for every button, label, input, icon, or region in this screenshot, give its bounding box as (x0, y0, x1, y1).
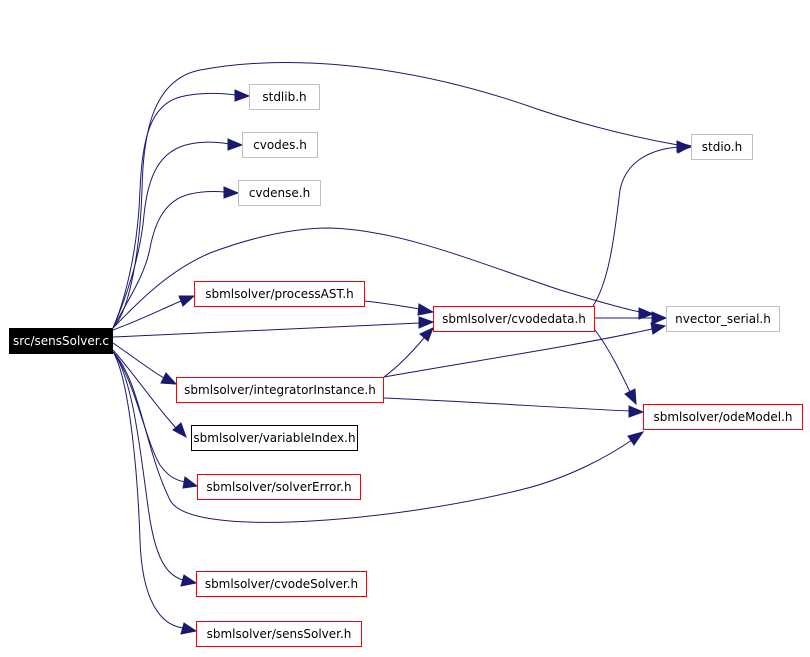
arrow-root-solverError (182, 476, 199, 489)
edge-root-cvodedata (112, 322, 421, 338)
arrow-root-sensSolverH (180, 622, 198, 635)
node-stdio[interactable]: stdio.h (691, 134, 753, 160)
edge-root-sensSolverH (112, 351, 184, 629)
edge-root-solverError (112, 351, 186, 483)
arrow-root-stdlib (234, 89, 251, 102)
node-cvodes-label: cvodes.h (253, 138, 307, 152)
node-integratorInstance[interactable]: sbmlsolver/integratorInstance.h (176, 377, 384, 403)
node-stdio-label: stdio.h (701, 140, 743, 154)
arrow-root-variableIndex (172, 422, 187, 439)
node-processAST[interactable]: sbmlsolver/processAST.h (194, 281, 365, 307)
node-processAST-label: sbmlsolver/processAST.h (205, 287, 354, 301)
arrow-processAST-cvodedata (417, 303, 435, 316)
node-cvodedata[interactable]: sbmlsolver/cvodedata.h (433, 306, 595, 332)
node-solverError[interactable]: sbmlsolver/solverError.h (197, 474, 361, 500)
node-cvodeSolver[interactable]: sbmlsolver/cvodeSolver.h (196, 571, 367, 597)
arrow-integrator-cvodedata (419, 327, 434, 342)
edge-root-variableIndex (112, 349, 177, 429)
arrow-root-nvector (638, 307, 655, 320)
node-root-label: src/sensSolver.c (12, 334, 110, 348)
edge-root-cvodeSolver (112, 351, 184, 581)
edge-cvodedata-odeModel (594, 329, 631, 393)
arrow-root-cvodeSolver (180, 574, 198, 587)
edge-processAST-cvodedata (363, 300, 421, 310)
node-stdlib[interactable]: stdlib.h (249, 84, 320, 110)
node-integratorInstance-label: sbmlsolver/integratorInstance.h (184, 383, 376, 397)
edge-integrator-odeModel (383, 397, 631, 412)
node-solverError-label: sbmlsolver/solverError.h (206, 480, 352, 494)
node-cvdense[interactable]: cvdense.h (238, 180, 321, 206)
arrow-root-cvodedata (418, 316, 435, 329)
arrow-integrator-nvector (650, 322, 667, 335)
node-cvodeSolver-label: sbmlsolver/cvodeSolver.h (204, 577, 359, 591)
edge-root-odeModel (112, 351, 633, 523)
node-nvector-serial-label: nvector_serial.h (675, 312, 771, 326)
edge-root-cvdense (112, 190, 226, 329)
node-cvdense-label: cvdense.h (248, 186, 311, 200)
edge-root-stdio (112, 62, 679, 329)
edge-root-integrator (112, 342, 165, 379)
edge-root-nvector (112, 227, 641, 329)
edge-integrator-cvodedata (383, 337, 425, 378)
node-cvodedata-label: sbmlsolver/cvodedata.h (442, 312, 586, 326)
node-variableIndex[interactable]: sbmlsolver/variableIndex.h (191, 425, 358, 451)
edge-root-stdlib (112, 92, 237, 329)
arrow-root-integrator (160, 372, 178, 385)
arrow-root-cvdense (223, 186, 240, 199)
node-root[interactable]: src/sensSolver.c (9, 328, 113, 354)
edge-integrator-nvector (383, 328, 653, 378)
node-cvodes[interactable]: cvodes.h (242, 132, 318, 158)
node-sensSolver-h-label: sbmlsolver/sensSolver.h (206, 627, 352, 641)
edge-root-processAST (112, 300, 182, 331)
node-odeModel[interactable]: sbmlsolver/odeModel.h (643, 404, 803, 430)
arrow-root-processAST (178, 295, 196, 307)
node-variableIndex-label: sbmlsolver/variableIndex.h (193, 431, 356, 445)
node-nvector-serial[interactable]: nvector_serial.h (666, 306, 780, 332)
arrow-root-cvodes (227, 138, 244, 151)
arrow-integrator-odeModel (628, 405, 645, 418)
arrow-cvodedata-stdio (676, 141, 693, 154)
arrow-cvodedata-odeModel (624, 388, 637, 406)
arrow-root-odeModel (627, 431, 645, 446)
arrow-cvodedata-nvector (651, 311, 668, 325)
node-odeModel-label: sbmlsolver/odeModel.h (653, 410, 793, 424)
node-sensSolver-h[interactable]: sbmlsolver/sensSolver.h (196, 621, 362, 647)
edge-cvodedata-stdio (592, 146, 679, 307)
edge-root-cvodes (112, 141, 230, 329)
node-stdlib-label: stdlib.h (262, 90, 307, 104)
